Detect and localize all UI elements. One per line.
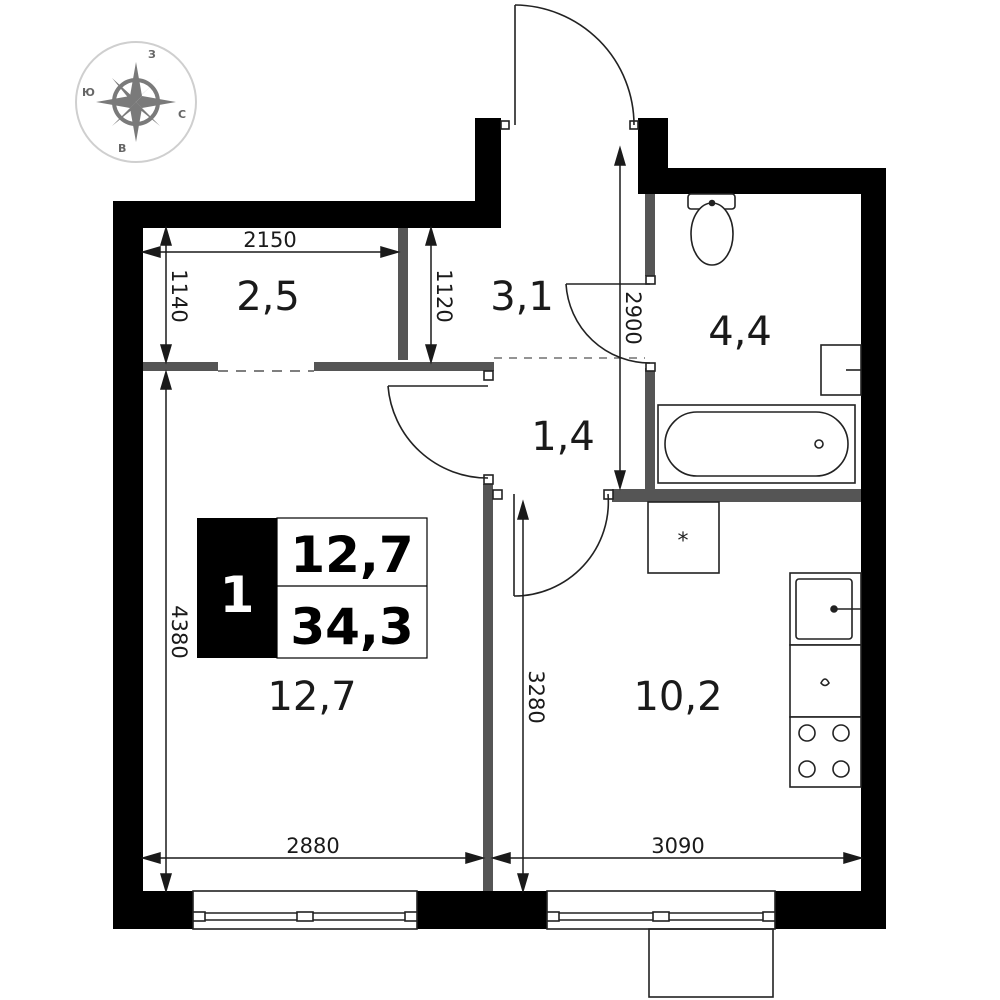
countertop-icon	[789, 644, 862, 718]
stove-icon	[789, 716, 862, 788]
fridge-icon: *	[647, 501, 720, 574]
compass-south-label: В	[118, 142, 126, 155]
compass-rose: З С В Ю	[75, 41, 197, 163]
sink-bathroom-icon	[820, 344, 862, 396]
dim-storage-width: 2150	[243, 228, 296, 252]
total-area-label: 34,3	[290, 598, 413, 656]
compass-star-icon	[96, 62, 176, 142]
dimension-lines	[140, 145, 864, 894]
balcony-outline	[648, 928, 774, 998]
room-area-hall: 3,1	[490, 274, 554, 320]
dim-bedroom-width: 2880	[286, 834, 339, 858]
window-kitchen	[546, 890, 776, 930]
door-bedroom[interactable]	[387, 370, 494, 485]
dim-bath-depth: 2900	[621, 291, 645, 344]
room-area-corridor: 1,4	[531, 414, 595, 460]
dim-hall-depth: 1120	[432, 269, 456, 322]
dim-bedroom-depth: 4380	[167, 605, 191, 658]
compass-north-label: З	[148, 48, 156, 61]
window-bedroom	[192, 890, 418, 930]
door-entrance[interactable]	[500, 4, 639, 130]
svg-text:*: *	[678, 529, 689, 554]
room-area-bedroom: 12,7	[267, 674, 356, 720]
room-area-storage: 2,5	[236, 274, 300, 320]
area-badge: 1 12,7 34,3	[197, 517, 428, 659]
room-area-bathroom: 4,4	[708, 309, 772, 355]
rooms-count-label: 1	[220, 566, 255, 624]
door-bathroom[interactable]	[565, 275, 656, 372]
door-kitchen[interactable]	[492, 489, 614, 597]
exterior-walls	[113, 118, 886, 929]
compass-west-label: Ю	[82, 86, 95, 99]
compass-east-label: С	[178, 108, 186, 121]
dim-storage-depth: 1140	[167, 269, 191, 322]
dim-kitchen-width: 3090	[651, 834, 704, 858]
dim-kitchen-depth: 3280	[524, 670, 548, 723]
interior-partitions	[143, 194, 861, 891]
room-area-kitchen: 10,2	[633, 674, 722, 720]
kitchen-sink-icon	[789, 572, 862, 646]
bathtub-icon	[657, 404, 856, 484]
toilet-icon	[687, 193, 736, 266]
living-area-label: 12,7	[290, 526, 413, 584]
